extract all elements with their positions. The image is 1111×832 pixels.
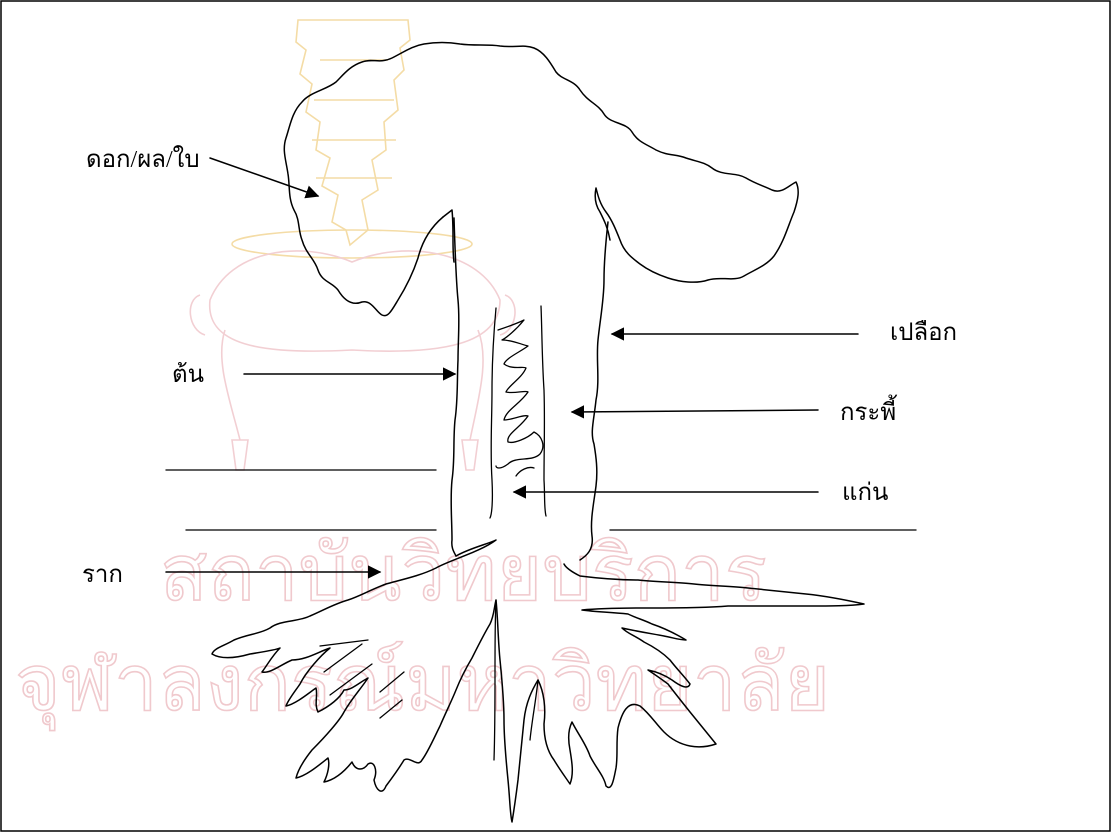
trunk-inner-right: [541, 306, 546, 516]
label-stem: ต้น: [172, 362, 455, 388]
tree-canopy: [284, 43, 798, 316]
trunk-left-edge: [451, 218, 459, 556]
label-text-bark: เปลือก: [890, 319, 957, 346]
watermark-line2: จุฬาลงกรณ์มหาวิทยาลัย: [15, 639, 830, 731]
arrow-flower-fruit-leaf: [210, 158, 318, 196]
watermark-layer: สถาบันวิทยบริการ จุฬาลงกรณ์มหาวิทยาลัย: [15, 20, 830, 731]
label-text-pith-tissue: กระพี้: [840, 394, 897, 426]
arrow-pith-tissue: [572, 410, 818, 412]
label-text-flower-fruit-leaf: ดอก/ผล/ใบ: [86, 145, 200, 173]
watermark-line1: สถาบันวิทยบริการ: [160, 529, 767, 619]
label-pith-tissue: กระพี้: [572, 394, 897, 426]
label-flower-fruit-leaf: ดอก/ผล/ใบ: [86, 145, 318, 196]
label-bark: เปลือก: [612, 319, 957, 346]
trunk-inner-left: [490, 308, 496, 518]
label-text-core: แก่น: [842, 480, 888, 506]
label-text-stem: ต้น: [172, 362, 204, 388]
label-core: แก่น: [514, 480, 888, 506]
university-crest-watermark: [190, 20, 515, 470]
trunk-right-edge: [580, 222, 608, 560]
label-text-root: ราก: [82, 562, 123, 588]
trunk-core: [496, 320, 543, 468]
